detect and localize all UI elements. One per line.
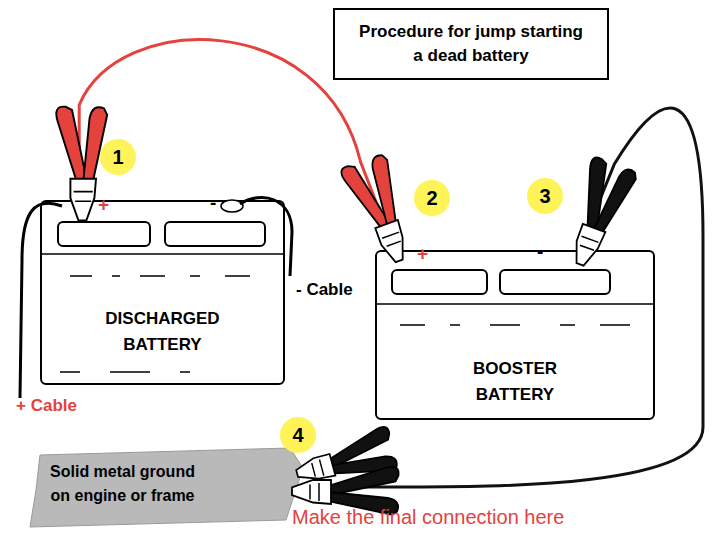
- callout-number: 4: [280, 417, 316, 453]
- battery-label: BOOSTER BATTERY: [450, 356, 580, 408]
- title-box: Procedure for jump starting a dead batte…: [333, 8, 609, 80]
- instruction-note: Make the final connection here: [292, 505, 564, 529]
- cable-label: + Cable: [16, 396, 77, 416]
- title-text: Procedure for jump starting a dead batte…: [355, 20, 587, 68]
- battery-box: DISCHARGED BATTERY: [40, 200, 285, 385]
- terminal-sign: -: [537, 241, 543, 264]
- terminal-sign: -: [210, 192, 216, 215]
- terminal-sign: +: [417, 243, 428, 266]
- callout-number: 1: [100, 139, 136, 175]
- battery-label: DISCHARGED BATTERY: [98, 306, 228, 358]
- ground-fill: [30, 448, 303, 527]
- battery-box: BOOSTER BATTERY: [375, 250, 655, 420]
- ground-label: Solid metal ground on engine or frame: [40, 460, 205, 508]
- ground-shape: Solid metal ground on engine or frame: [28, 446, 303, 528]
- jumper-cable: [303, 108, 703, 487]
- callout-number: 3: [527, 178, 563, 214]
- cable-label: - Cable: [296, 280, 353, 300]
- callout-number: 2: [414, 180, 450, 216]
- terminal-sign: +: [98, 194, 109, 217]
